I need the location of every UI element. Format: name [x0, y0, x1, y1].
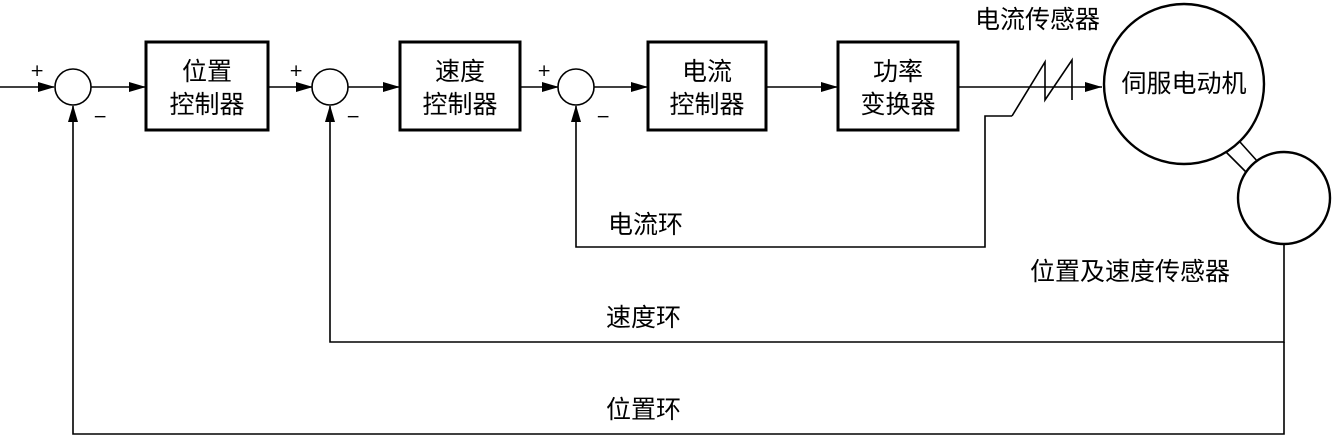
position-loop-label: 位置环	[606, 395, 681, 424]
minus-sign-sum2: −	[346, 107, 360, 127]
position-controller-label-line2: 控制器	[169, 90, 244, 119]
current-sensor-label: 电流传感器	[975, 5, 1100, 34]
arrow-current-feedback	[571, 105, 581, 122]
plus-sign-sum3: +	[537, 61, 551, 81]
position-loop-feedback-line	[72, 106, 1285, 435]
speed-controller-block: 速度 控制器	[398, 40, 522, 132]
arrow-into-sum3	[542, 82, 559, 92]
speed-loop-label: 速度环	[606, 303, 681, 332]
minus-sign-sum3: −	[596, 107, 610, 127]
arrow-into-sum1	[38, 82, 55, 92]
arrow-speed-feedback	[325, 105, 335, 122]
position-speed-sensor-label: 位置及速度传感器	[1030, 257, 1230, 286]
power-converter-block: 功率 变换器	[836, 40, 960, 132]
summing-junction-current	[557, 68, 595, 106]
arrow-into-sum2	[296, 82, 313, 92]
servo-motor	[1102, 2, 1266, 166]
speed-loop-feedback-line	[329, 106, 1285, 343]
arrow-into-motor	[1085, 82, 1102, 92]
arrow-into-current-controller	[631, 82, 648, 92]
position-speed-sensor	[1236, 150, 1332, 246]
plus-sign-sum2: +	[289, 61, 303, 81]
arrow-into-power-converter	[821, 82, 838, 92]
current-sensor-symbol	[1011, 57, 1073, 117]
arrow-into-position-controller	[129, 82, 146, 92]
summing-junction-speed	[311, 68, 349, 106]
power-converter-label-line2: 变换器	[860, 90, 935, 119]
position-controller-label-line1: 位置	[182, 57, 232, 86]
current-loop-feedback-line	[575, 106, 1012, 248]
current-loop-label: 电流环	[608, 210, 683, 239]
current-controller-label-line2: 控制器	[669, 90, 744, 119]
speed-controller-label-line2: 控制器	[422, 90, 497, 119]
servo-motor-label: 伺服电动机	[1121, 69, 1246, 98]
motor-shaft-right	[1239, 141, 1259, 163]
arrow-into-speed-controller	[383, 82, 400, 92]
plus-sign-sum1: +	[30, 61, 44, 81]
motor-shaft-left	[1225, 151, 1247, 173]
arrow-position-feedback	[68, 105, 78, 122]
position-controller-block: 位置 控制器	[144, 40, 270, 132]
current-controller-label-line1: 电流	[682, 57, 732, 86]
minus-sign-sum1: −	[93, 107, 107, 127]
speed-controller-label-line1: 速度	[435, 57, 485, 86]
current-controller-block: 电流 控制器	[646, 40, 768, 132]
summing-junction-position	[54, 68, 92, 106]
power-converter-label-line1: 功率	[873, 57, 923, 86]
